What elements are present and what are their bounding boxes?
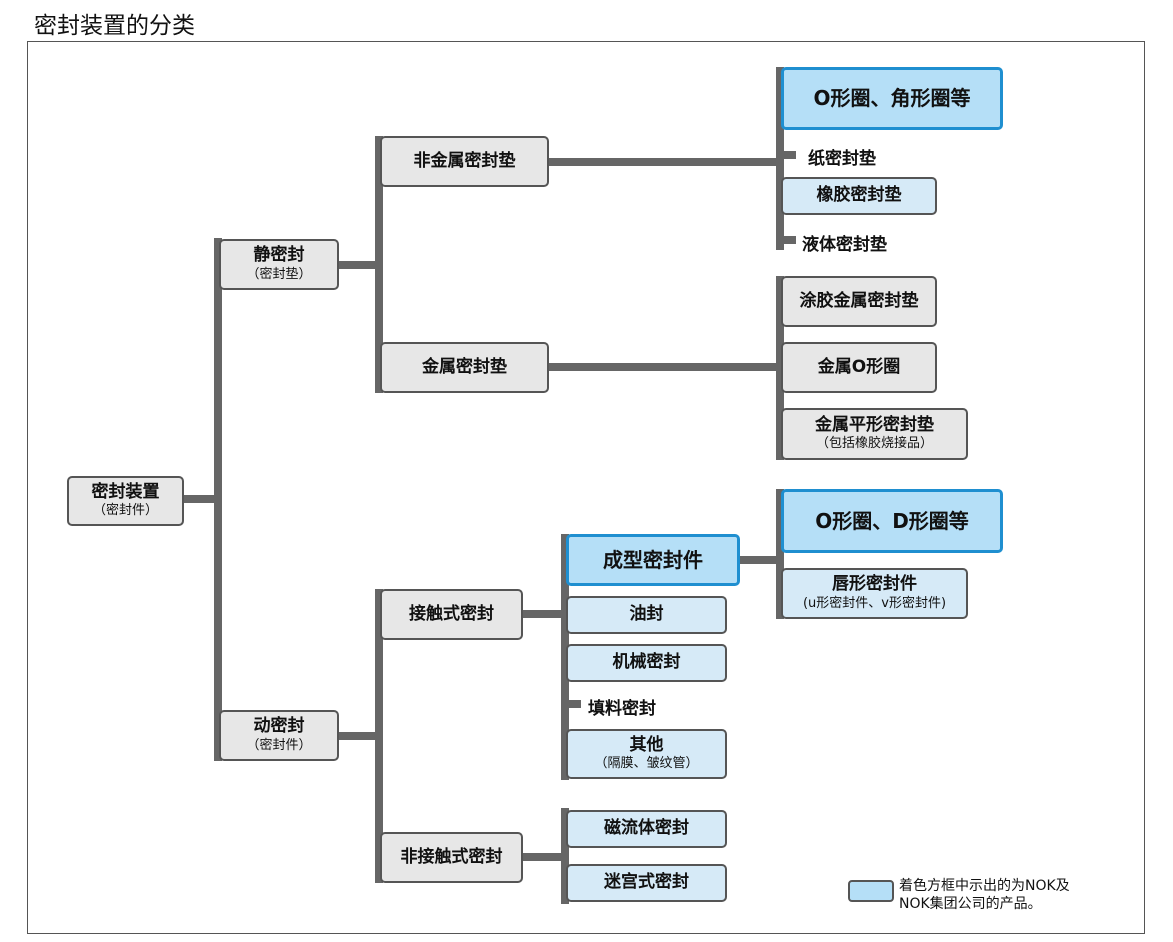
other-seal-box: 其他 （隔膜、皱纹管） <box>566 729 727 779</box>
magnetic-fluid-seal-label: 磁流体密封 <box>604 818 689 839</box>
noncontact-seal-label: 非接触式密封 <box>400 846 503 867</box>
metal-flat-gasket-label: 金属平形密封垫 <box>815 414 934 435</box>
labyrinth-seal-box: 迷宫式密封 <box>566 864 727 902</box>
rubber-gasket-box: 橡胶密封垫 <box>781 177 937 215</box>
nonmetal-gasket-box: 非金属密封垫 <box>380 136 549 187</box>
other-seal-label: 其他 <box>629 734 664 755</box>
metal-flat-gasket-sub: （包括橡胶烧接品） <box>815 436 933 452</box>
lip-seal-label: 唇形密封件 <box>832 574 917 595</box>
static-seal-label: 静密封 <box>253 245 305 266</box>
lip-seal-sub: (u形密封件、v形密封件) <box>802 595 947 611</box>
lip-seal-box: 唇形密封件 (u形密封件、v形密封件) <box>781 568 968 619</box>
oring-square-ring-box: O形圈、角形圈等 <box>781 67 1003 130</box>
oil-seal-box: 油封 <box>566 596 727 634</box>
liquid-gasket-label: 液体密封垫 <box>802 235 887 255</box>
mechanical-seal-label: 机械密封 <box>612 652 681 673</box>
dynamic-seal-label: 动密封 <box>253 716 305 737</box>
static-seal-sub: （密封垫） <box>246 266 312 282</box>
static-seal-box: 静密封 （密封垫） <box>219 239 339 290</box>
oring-square-ring-label: O形圈、角形圈等 <box>813 86 971 110</box>
coated-metal-gasket-label: 涂胶金属密封垫 <box>799 290 919 311</box>
noncontact-seal-box: 非接触式密封 <box>380 832 523 883</box>
dynamic-seal-box: 动密封 （密封件） <box>219 710 339 761</box>
mechanical-seal-box: 机械密封 <box>566 644 727 682</box>
dynamic-seal-sub: （密封件） <box>246 737 312 753</box>
diagram-title: 密封装置的分类 <box>34 13 195 39</box>
legend-line-2: NOK集团公司的产品。 <box>899 895 1042 912</box>
contact-seal-label: 接触式密封 <box>409 603 494 624</box>
diagram-frame <box>27 41 1145 934</box>
nonmetal-gasket-label: 非金属密封垫 <box>413 150 516 171</box>
coated-metal-gasket-box: 涂胶金属密封垫 <box>781 276 937 327</box>
other-seal-sub: （隔膜、皱纹管） <box>594 756 699 772</box>
rubber-gasket-label: 橡胶密封垫 <box>816 185 902 206</box>
packing-seal-label: 填料密封 <box>588 699 656 719</box>
metal-gasket-box: 金属密封垫 <box>380 342 549 393</box>
oring-dring-box: O形圈、D形圈等 <box>781 489 1003 553</box>
root-sub: （密封件） <box>92 503 158 519</box>
metal-flat-gasket-box: 金属平形密封垫 （包括橡胶烧接品） <box>781 408 968 460</box>
magnetic-fluid-seal-box: 磁流体密封 <box>566 810 727 848</box>
metal-gasket-label: 金属密封垫 <box>422 356 507 377</box>
legend-line-1: 着色方框中示出的为NOK及 <box>899 878 1070 894</box>
paper-gasket-label: 纸密封垫 <box>808 149 876 169</box>
root-label: 密封装置 <box>91 481 160 502</box>
molded-seal-label: 成型密封件 <box>603 547 703 572</box>
labyrinth-seal-label: 迷宫式密封 <box>604 872 689 893</box>
metal-oring-box: 金属O形圈 <box>781 342 937 393</box>
metal-oring-label: 金属O形圈 <box>817 356 901 377</box>
legend-swatch <box>848 880 894 902</box>
legend-text: 着色方框中示出的为NOK及 NOK集团公司的产品。 <box>899 878 1070 913</box>
contact-seal-box: 接触式密封 <box>380 589 523 640</box>
root-seal-device: 密封装置 （密封件） <box>67 476 184 526</box>
oring-dring-label: O形圈、D形圈等 <box>815 508 969 533</box>
molded-seal-box: 成型密封件 <box>566 534 740 586</box>
oil-seal-label: 油封 <box>629 604 664 625</box>
